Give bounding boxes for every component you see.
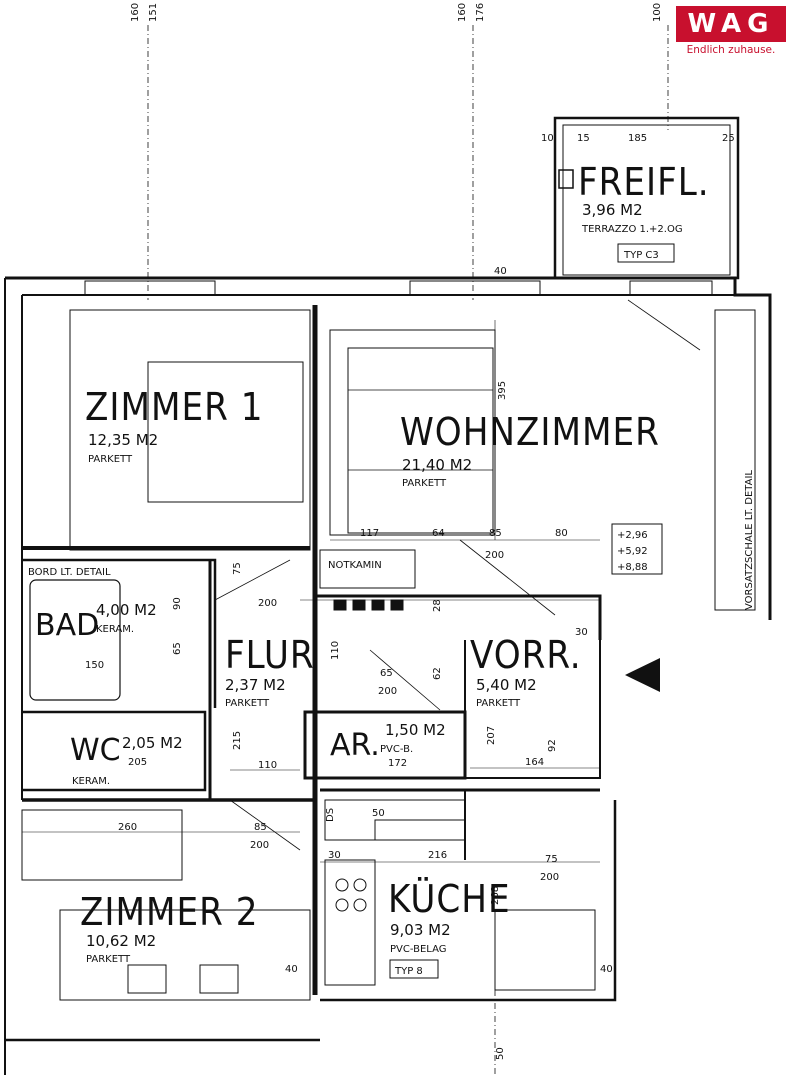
room-freifl-floor: TERRAZZO 1.+2.OG [581,224,683,235]
room-kueche-name: KÜCHE [388,877,511,921]
dim-label: 85 [254,822,267,833]
dim-label: 172 [388,758,407,769]
dim-label: 50 [372,808,385,819]
ds-label: DS [325,808,336,822]
room-wc-area: 2,05 M2 [122,734,183,752]
room-bad-area: 4,00 M2 [96,601,157,619]
dim-label: 40 [494,266,507,277]
axis-label: 160 [457,3,468,22]
room-flur-floor: PARKETT [225,698,270,709]
dim-label: 200 [378,686,397,697]
room-flur-area: 2,37 M2 [225,676,286,694]
room-flur-name: FLUR [225,633,315,677]
dim-label: 92 [547,739,558,752]
room-zimmer1-area: 12,35 M2 [88,431,158,449]
room-wohnzimmer-area: 21,40 M2 [402,456,472,474]
room-zimmer1-name: ZIMMER 1 [85,385,263,429]
axis-label: 176 [475,3,486,22]
dim-label: 207 [486,726,497,745]
dim-label: 30 [575,627,588,638]
axis-label: 160 [130,3,141,22]
dim-label: 200 [540,872,559,883]
room-bad-name: BAD [35,608,99,643]
logo-tagline: Endlich zuhause. [686,44,776,56]
dim-label: 64 [432,528,445,539]
type-box [617,243,675,263]
dim-label: 75 [545,854,558,865]
dim-label: 28 [432,599,443,612]
dim-label: 10 [541,133,554,144]
logo-wordmark: WAG [687,9,775,39]
room-kueche-floor: PVC-BELAG [390,944,447,955]
room-ar-area: 1,50 M2 [385,721,446,739]
room-vorr-name: VORR. [470,633,582,677]
dim-label: 30 [328,850,341,861]
dim-label: 80 [555,528,568,539]
room-freifl-type: TYP C3 [623,250,659,261]
dim-label: 15 [577,133,590,144]
plan-linework [4,25,772,1075]
entrance-arrow-icon [625,658,660,692]
dim-label: 200 [258,598,277,609]
room-vorr-floor: PARKETT [476,698,521,709]
axis-label: 151 [148,3,159,22]
bord-label: BORD LT. DETAIL [28,567,111,578]
dim-label: 200 [250,840,269,851]
room-zimmer1-floor: PARKETT [88,454,133,465]
dim-label: 40 [600,964,613,975]
dim-label: 110 [258,760,277,771]
room-freifl-name: FREIFL. [578,160,710,204]
room-kueche-area: 9,03 M2 [390,921,451,939]
dim-label: 40 [285,964,298,975]
dim-label: 65 [380,668,393,679]
wag-logo: WAG Endlich zuhause. [676,6,786,66]
type-box [389,959,439,979]
dim-label: 260 [118,822,137,833]
axis-label: 100 [652,3,663,22]
dim-label: 395 [497,381,508,400]
dim-label: 75 [232,562,243,575]
room-zimmer2-name: ZIMMER 2 [80,890,258,934]
dim-label: 200 [485,550,504,561]
dim-label: 268 [490,886,501,905]
room-freifl-area: 3,96 M2 [582,201,643,219]
dim-label: 90 [172,597,183,610]
level-value: +8,88 [617,562,648,573]
room-ar-name: AR. [330,728,380,763]
room-vorr-area: 5,40 M2 [476,676,537,694]
dim-label: 215 [232,731,243,750]
dim-label: 150 [85,660,104,671]
room-wc-name: WC [70,733,121,768]
dim-label: 117 [360,528,379,539]
dim-label: 62 [432,667,443,680]
dim-label: 216 [428,850,447,861]
room-wc-floor: KERAM. [72,776,110,787]
room-ar-floor: PVC-B. [380,744,413,755]
room-zimmer2-floor: PARKETT [86,954,131,965]
dim-label: 205 [128,757,147,768]
dim-label: 164 [525,757,544,768]
dim-label: 110 [330,641,341,660]
column-marker [558,169,574,189]
room-bad-floor: KERAM. [96,624,134,635]
room-wohnzimmer-name: WOHNZIMMER [400,410,660,454]
dim-label: 50 [495,1047,506,1060]
dim-label: 185 [628,133,647,144]
dim-label: 25 [722,133,735,144]
room-kueche-type: TYP 8 [394,966,423,977]
level-value: +2,96 [617,530,648,541]
vorsatzschale-label: VORSATZSCHALE LT. DETAIL [744,470,755,610]
notkamin-label: NOTKAMIN [328,560,382,571]
room-zimmer2-area: 10,62 M2 [86,932,156,950]
dim-label: 85 [489,528,502,539]
level-value: +5,92 [617,546,648,557]
room-wohnzimmer-floor: PARKETT [402,478,447,489]
logo-badge: WAG [676,6,786,42]
dim-label: 65 [172,642,183,655]
levels-box [611,523,663,575]
